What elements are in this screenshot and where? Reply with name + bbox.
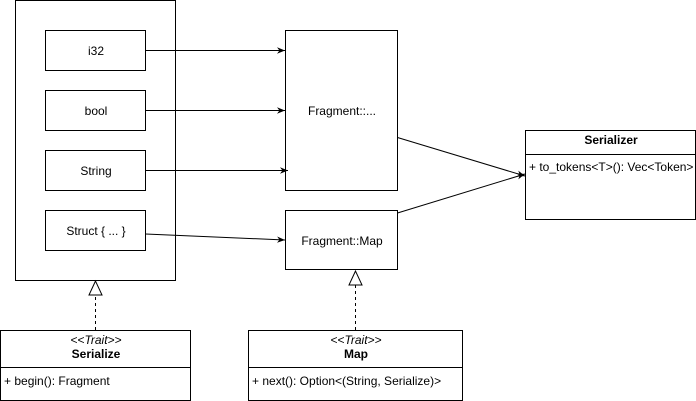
- type-box-struct: [45, 210, 146, 251]
- serializer-method: + to_tokens<T>(): Vec<Token>: [529, 160, 694, 174]
- fragment-generic-label: Fragment::...: [307, 104, 377, 118]
- type-box-bool: [45, 90, 146, 131]
- map-trait-method: + next(): Option<(String, Serialize)>: [252, 374, 442, 388]
- fragment-map-label: Fragment::Map: [301, 233, 383, 248]
- map-trait-header: <<Trait>> Map: [249, 333, 463, 361]
- map-trait-stereotype: <<Trait>>: [330, 333, 382, 347]
- serializer-title-text: Serializer: [584, 133, 638, 147]
- serialize-trait-title: Serialize: [71, 347, 121, 361]
- type-box-i32: [45, 30, 146, 71]
- serializer-box: [525, 130, 696, 220]
- map-trait-box: [248, 330, 463, 401]
- serialize-trait-header: <<Trait>> Serialize: [1, 333, 191, 361]
- serialize-trait-box: [0, 330, 191, 401]
- type-label-i32: i32: [87, 44, 104, 58]
- arrow-map-to-serializer: [397, 173, 526, 214]
- realization-map-triangle: [348, 269, 363, 286]
- type-label-bool: bool: [84, 104, 108, 118]
- arrow-fragment-to-serializer: [397, 137, 526, 177]
- arrow-struct-to-map: [145, 233, 286, 243]
- fragment-map-box: [285, 210, 398, 270]
- fragment-generic-box: [285, 30, 398, 191]
- map-trait-title: Map: [344, 347, 368, 361]
- type-label-struct: Struct { ... }: [66, 224, 126, 238]
- realization-serialize-triangle: [88, 279, 103, 296]
- serialize-trait-stereotype: <<Trait>>: [70, 333, 122, 347]
- serializer-title: Serializer: [526, 133, 696, 147]
- serialize-trait-method: + begin(): Fragment: [4, 374, 110, 388]
- type-label-string: String: [80, 164, 112, 178]
